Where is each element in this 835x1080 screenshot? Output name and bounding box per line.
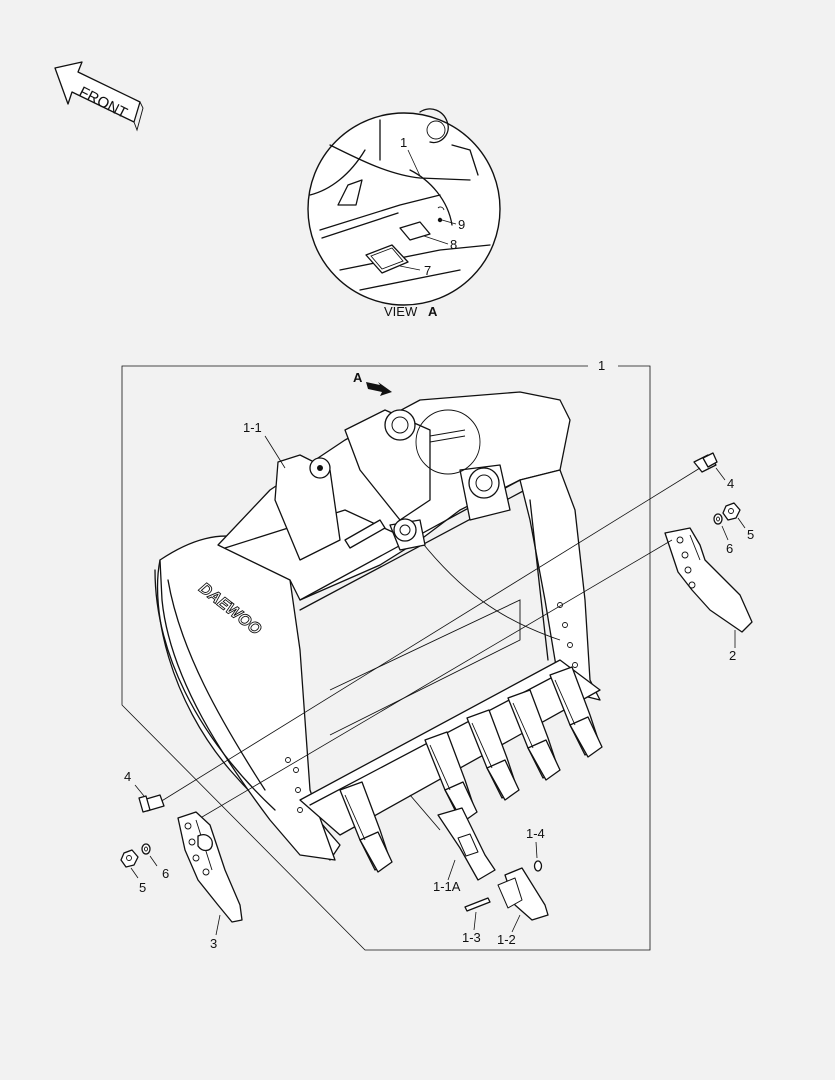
washer-left: 6 (141, 843, 169, 881)
tooth-1 (339, 781, 393, 873)
view-a-caption: VIEW (384, 304, 418, 319)
callout-3: 3 (210, 936, 217, 951)
callout-1-inset: 1 (400, 135, 407, 150)
callout-1-1: 1-1 (243, 420, 262, 435)
callout-6-right: 6 (726, 541, 733, 556)
callout-6-left: 6 (162, 866, 169, 881)
washer-right: 6 (713, 513, 733, 556)
front-arrow: FRONT (54, 61, 144, 132)
cutter-right-leader (179, 539, 673, 831)
callout-4-left: 4 (124, 769, 131, 784)
teeth-row (339, 666, 603, 873)
nut-right: 5 (722, 502, 754, 542)
arrow-a-letter: A (353, 370, 363, 385)
callout-2: 2 (729, 648, 736, 663)
assembly-boundary (121, 365, 651, 951)
callout-7: 7 (424, 263, 431, 278)
bolt-left: 4 (124, 769, 165, 813)
callout-8: 8 (450, 237, 457, 252)
callout-5-right: 5 (747, 527, 754, 542)
tooth-2 (424, 731, 478, 823)
tooth-exploded: 1-2 1-3 1-4 (462, 826, 549, 947)
tooth-3 (466, 709, 520, 801)
tooth-5 (549, 666, 603, 758)
callout-1-3: 1-3 (462, 930, 481, 945)
callout-5-left: 5 (139, 880, 146, 895)
nut-left: 5 (120, 849, 146, 895)
callout-4-right: 4 (727, 476, 734, 491)
view-a-inset: 1 9 8 7 VIEW A (307, 108, 501, 319)
callout-1-4: 1-4 (526, 826, 545, 841)
callout-1-2: 1-2 (497, 932, 516, 947)
tooth-4 (507, 689, 561, 781)
side-cutter-left: 3 (177, 811, 243, 951)
view-a-letter: A (428, 304, 438, 319)
tooth-adapter-exploded: 1-1A (433, 807, 496, 894)
side-cutter-right: 2 (664, 527, 753, 663)
callout-1-1a: 1-1A (433, 879, 461, 894)
arrow-a: A (353, 370, 392, 396)
callout-1-main: 1 (598, 358, 605, 373)
callout-9: 9 (458, 217, 465, 232)
bolt-right: 4 (159, 452, 734, 803)
mounting-bracket: 1-1 (243, 409, 511, 561)
